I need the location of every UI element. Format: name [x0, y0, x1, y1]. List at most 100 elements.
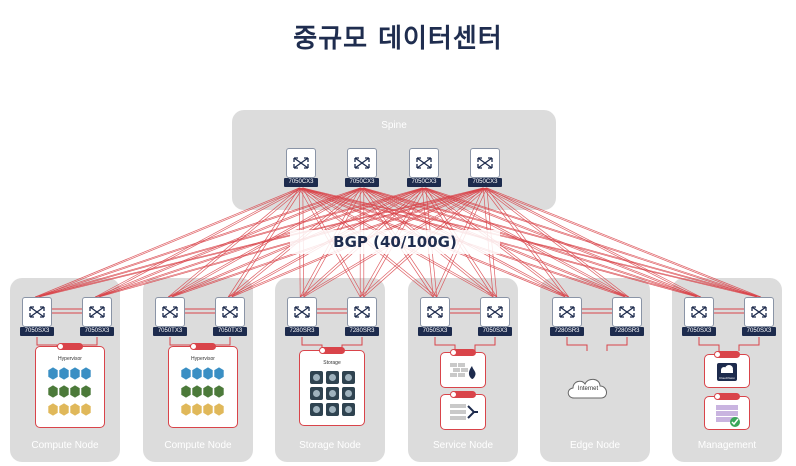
fabric-link	[486, 187, 701, 298]
vm-cube-icon	[80, 366, 92, 381]
switch-icon	[347, 297, 377, 327]
switch-arrows-icon	[487, 306, 503, 318]
switch-arrows-icon	[89, 306, 105, 318]
spine-label: Spine	[381, 120, 407, 131]
switch-icon	[155, 297, 185, 327]
switch-model: 7050SX3	[418, 327, 452, 336]
internet-cloud: Internet	[564, 372, 612, 402]
status-toggle-icon	[57, 343, 83, 350]
hypervisor-module: Hypervisor	[35, 343, 105, 428]
module-label: Internet	[577, 386, 599, 392]
switch-arrows-icon	[477, 157, 493, 169]
leaf-switch: 7050TX3	[213, 297, 247, 337]
vm-cube-icon	[69, 366, 81, 381]
cloudvision-icon	[717, 363, 737, 381]
page-title: 중규모 데이터센터	[293, 24, 503, 54]
downlink	[698, 337, 720, 351]
fabric-link	[363, 187, 701, 298]
leaf-switch: 7280SR3	[550, 297, 584, 337]
fabric-link	[486, 187, 630, 298]
switch-icon	[409, 148, 439, 178]
status-toggle-icon	[319, 347, 345, 354]
cloud-icon	[567, 378, 607, 399]
fabric-link	[171, 187, 304, 298]
switch-model: 7280SR3	[345, 327, 379, 336]
switch-arrows-icon	[162, 306, 178, 318]
spine-switch: 7050CX3	[407, 148, 441, 188]
switch-model: 7050SX3	[682, 327, 716, 336]
switch-icon	[347, 148, 377, 178]
switch-model: 7050TX3	[153, 327, 187, 336]
switch-arrows-icon	[619, 306, 635, 318]
switch-model: 7050CX3	[284, 178, 318, 187]
status-toggle-icon	[450, 349, 476, 356]
vm-cube-icon	[213, 402, 225, 417]
switch-icon	[552, 297, 582, 327]
status-toggle-icon	[714, 351, 740, 358]
switch-model: 7050SX3	[20, 327, 54, 336]
fabric-link	[483, 187, 698, 298]
module-label: Hypervisor	[58, 356, 82, 362]
fabric-link	[302, 187, 701, 298]
fabric-link	[167, 187, 300, 298]
switch-icon	[286, 148, 316, 178]
vm-cube-icon	[213, 384, 225, 399]
cloudvision-module: CloudVision	[704, 351, 750, 388]
fabric-link	[35, 187, 423, 298]
vm-cube-icon	[213, 366, 225, 381]
vm-cube-icon	[69, 384, 81, 399]
fabric-link	[486, 187, 761, 298]
disk-platter-icon	[345, 390, 352, 397]
vm-cube-icon	[47, 384, 59, 399]
switch-arrows-icon	[691, 306, 707, 318]
switch-model: 7050CX3	[345, 178, 379, 187]
spine-switch: 7050CX3	[345, 148, 379, 188]
vm-cube-icon	[47, 366, 59, 381]
disk-array-icon	[310, 371, 355, 416]
vm-cube-icon	[58, 384, 70, 399]
fabric-link	[422, 187, 698, 298]
fabric-link	[482, 187, 566, 298]
disk-platter-icon	[313, 374, 320, 381]
disk-platter-icon	[329, 406, 336, 413]
load-balancer-icon	[450, 404, 478, 420]
switch-model: 7280SR3	[550, 327, 584, 336]
leaf-switch: 7280SR3	[345, 297, 379, 337]
fabric-link	[425, 187, 701, 298]
leaf-switch: 7050SX3	[742, 297, 776, 337]
switch-icon	[420, 297, 450, 327]
firewall-icon	[450, 363, 476, 379]
switch-icon	[82, 297, 112, 327]
disk-platter-icon	[313, 390, 320, 397]
downlink	[606, 337, 628, 351]
leaf-switch: 7050SX3	[80, 297, 114, 337]
vm-cube-icon	[191, 384, 203, 399]
vm-cube-icon	[69, 402, 81, 417]
vm-cube-icon	[180, 402, 192, 417]
fabric-link	[38, 187, 487, 298]
node-label: Service Node	[432, 440, 494, 451]
vm-cube-icon	[180, 384, 192, 399]
fabric-link	[95, 187, 484, 298]
vm-cube-icon	[191, 402, 203, 417]
module-label: Hypervisor	[191, 356, 215, 362]
switch-model: 7280SR3	[285, 327, 319, 336]
vm-cube-icon	[58, 402, 70, 417]
fabric-link	[35, 187, 361, 298]
leaf-switch: 7050SX3	[478, 297, 512, 337]
switch-model: 7050TX3	[213, 327, 247, 336]
disk-platter-icon	[345, 406, 352, 413]
server-check-module	[704, 393, 750, 430]
fabric-link	[38, 187, 364, 298]
disk-platter-icon	[329, 374, 336, 381]
switch-icon	[215, 297, 245, 327]
firewall-module	[440, 349, 486, 388]
fabric-link	[360, 187, 758, 298]
vm-cube-icon	[202, 384, 214, 399]
leaf-switch: 7280SR3	[610, 297, 644, 337]
switch-icon	[22, 297, 52, 327]
vm-cube-icon	[180, 366, 192, 381]
disk-platter-icon	[313, 406, 320, 413]
status-toggle-icon	[450, 391, 476, 398]
